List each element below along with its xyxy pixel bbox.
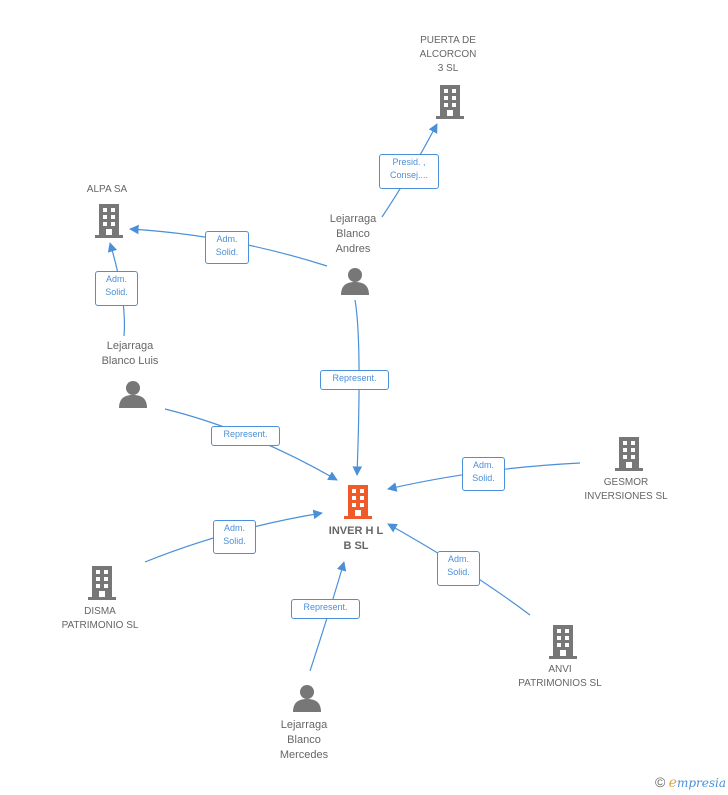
edge-label-disma-inver: Adm. Solid. [213, 520, 256, 554]
edge-label-gesmor-inver: Adm. Solid. [462, 457, 505, 491]
node-label-gesmor[interactable]: GESMOR INVERSIONES SL [584, 477, 668, 502]
person-icon-andres [341, 268, 369, 295]
edge-label-anvi-inver: Adm. Solid. [437, 551, 480, 586]
edge-label-andres-puerta: Presid. , Consej.... [379, 154, 439, 189]
edge-label-mercedes-inver: Represent. [291, 599, 360, 619]
building-icon-disma [88, 566, 116, 600]
building-icon-anvi [549, 625, 577, 659]
node-label-luis[interactable]: Lejarraga Blanco Luis [101, 340, 159, 367]
building-icon-gesmor [615, 437, 643, 471]
copyright-symbol: © [654, 774, 666, 790]
building-icon-alpa [95, 204, 123, 238]
node-label-alpa[interactable]: ALPA SA [86, 184, 128, 195]
edge-label-luis-alpa: Adm. Solid. [95, 271, 138, 306]
edge-label-andres-alpa: Adm. Solid. [205, 231, 249, 264]
node-label-anvi[interactable]: ANVI PATRIMONIOS SL [518, 664, 602, 689]
node-label-andres[interactable]: Lejarraga Blanco Andres [329, 213, 377, 255]
node-label-disma[interactable]: DISMA PATRIMONIO SL [61, 606, 139, 631]
node-label-mercedes[interactable]: Lejarraga Blanco Mercedes [279, 719, 329, 761]
building-icon-puerta [436, 85, 464, 119]
edge-label-andres-inver: Represent. [320, 370, 389, 390]
edge-andres-inver [352, 299, 363, 476]
brand-first-letter: e [668, 775, 677, 791]
node-label-inver[interactable]: INVER H L B SL [328, 525, 384, 552]
person-icon-luis [119, 381, 147, 408]
edge-label-luis-inver: Represent. [211, 426, 280, 446]
brand-name: mpresia [676, 776, 726, 790]
empresia-logo: © empresia [655, 774, 726, 791]
person-icon-mercedes [293, 685, 321, 712]
node-label-puerta[interactable]: PUERTA DE ALCORCON 3 SL [419, 35, 477, 74]
building-icon-inver-focus [344, 485, 372, 519]
